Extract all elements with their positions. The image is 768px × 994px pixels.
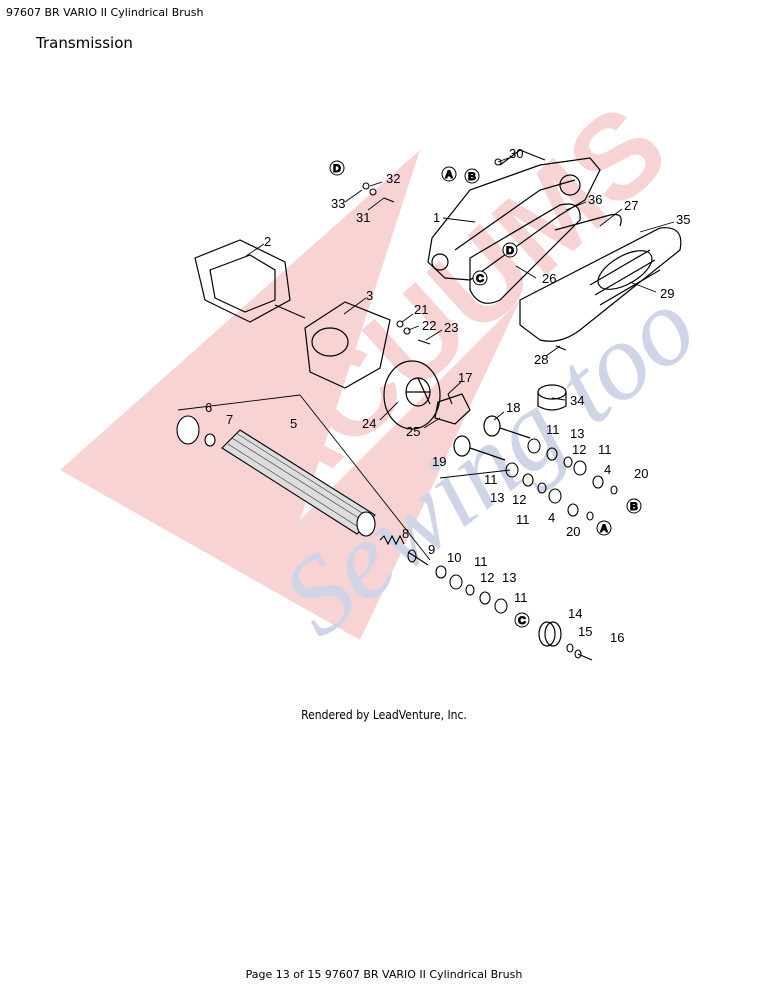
callout-3: 3: [366, 288, 373, 303]
letter-c-bottom: C: [514, 612, 530, 628]
part-shaft-9: [407, 549, 429, 566]
callout-17: 17: [458, 370, 472, 385]
part-bracket-25: [434, 393, 471, 425]
part-cover-29: [519, 227, 682, 342]
part-gear-19: [453, 435, 506, 461]
callout-20b: 20: [566, 524, 580, 539]
callout-13c: 13: [502, 570, 516, 585]
part-housing-1: [427, 149, 601, 281]
page-footer: Page 13 of 15 97607 BR VARIO II Cylindri…: [245, 968, 523, 981]
callout-31: 31: [356, 210, 370, 225]
callout-18: 18: [506, 400, 520, 415]
callout-35: 35: [676, 212, 690, 227]
callout-6: 6: [205, 400, 212, 415]
part-bushing-34: [537, 384, 567, 411]
part-brush-roll-5: [176, 415, 376, 537]
svg-text:C: C: [518, 615, 526, 627]
svg-text:A: A: [600, 523, 608, 535]
callout-34: 34: [570, 393, 584, 408]
letter-b-top: B: [464, 168, 480, 184]
callout-4a: 4: [604, 462, 611, 477]
callout-23: 23: [444, 320, 458, 335]
section-title: Transmission: [36, 34, 133, 52]
part-gear-18: [483, 415, 531, 439]
callout-22: 22: [422, 318, 436, 333]
callout-9: 9: [428, 542, 435, 557]
callout-13b: 13: [490, 490, 504, 505]
callout-12b: 12: [512, 492, 526, 507]
svg-text:D: D: [333, 163, 341, 175]
callout-12c: 12: [480, 570, 494, 585]
callout-26: 26: [542, 271, 556, 286]
callout-30: 30: [509, 146, 523, 161]
svg-text:B: B: [630, 501, 638, 513]
part-screw-16: [574, 649, 593, 661]
watermark-logo: VACUUMS Sewing too: [60, 80, 718, 659]
svg-text:D: D: [506, 245, 514, 257]
callout-1: 1: [433, 210, 440, 225]
callout-33: 33: [331, 196, 345, 211]
callout-11f: 11: [514, 590, 528, 605]
letter-a-top: A: [441, 166, 457, 182]
callout-11c: 11: [484, 472, 498, 487]
letter-b-right: B: [626, 498, 642, 514]
callout-13a: 13: [570, 426, 584, 441]
callout-27: 27: [624, 198, 638, 213]
reference-letters: D A B D C B A C: [329, 160, 642, 628]
callout-4b: 4: [548, 510, 555, 525]
letter-d-mid: D: [502, 242, 518, 258]
callout-28: 28: [534, 352, 548, 367]
callout-16: 16: [610, 630, 624, 645]
callout-11a: 11: [546, 422, 560, 437]
svg-text:B: B: [468, 171, 476, 183]
callout-14: 14: [568, 606, 582, 621]
part-fan-24: [383, 360, 441, 430]
callout-32: 32: [386, 171, 400, 186]
callout-29: 29: [660, 286, 674, 301]
part-motor-2: [194, 239, 306, 323]
letter-a-right: A: [596, 520, 612, 536]
callout-11d: 11: [516, 512, 530, 527]
render-credit: Rendered by LeadVenture, Inc.: [301, 708, 467, 722]
callout-20a: 20: [634, 466, 648, 481]
part-washers: [435, 438, 618, 653]
callout-11e: 11: [474, 554, 488, 569]
callout-10: 10: [447, 550, 461, 565]
callout-7: 7: [226, 412, 233, 427]
callout-36: 36: [588, 192, 602, 207]
part-small-screws: [362, 158, 567, 405]
callout-19: 19: [432, 454, 446, 469]
part-fan-housing-3: [304, 301, 391, 389]
callout-15: 15: [578, 624, 592, 639]
callout-24: 24: [362, 416, 376, 431]
part-belt: [469, 203, 622, 304]
callout-5: 5: [290, 416, 297, 431]
part-gear-14: [538, 621, 562, 647]
svg-text:A: A: [445, 169, 453, 181]
callout-labels: 30 32 33 31 1 36 27 35 2 26 29 3 21 22 2…: [205, 146, 690, 645]
callout-2: 2: [264, 234, 271, 249]
callout-21: 21: [414, 302, 428, 317]
callout-25: 25: [406, 424, 420, 439]
letter-c-mid: C: [472, 270, 488, 286]
callout-11b: 11: [598, 442, 612, 457]
callout-8: 8: [402, 526, 409, 541]
part-spring-8: [379, 534, 405, 546]
letter-d-top: D: [329, 160, 345, 176]
document-header: 97607 BR VARIO II Cylindrical Brush: [6, 6, 204, 19]
callout-12a: 12: [572, 442, 586, 457]
svg-text:C: C: [476, 273, 484, 285]
